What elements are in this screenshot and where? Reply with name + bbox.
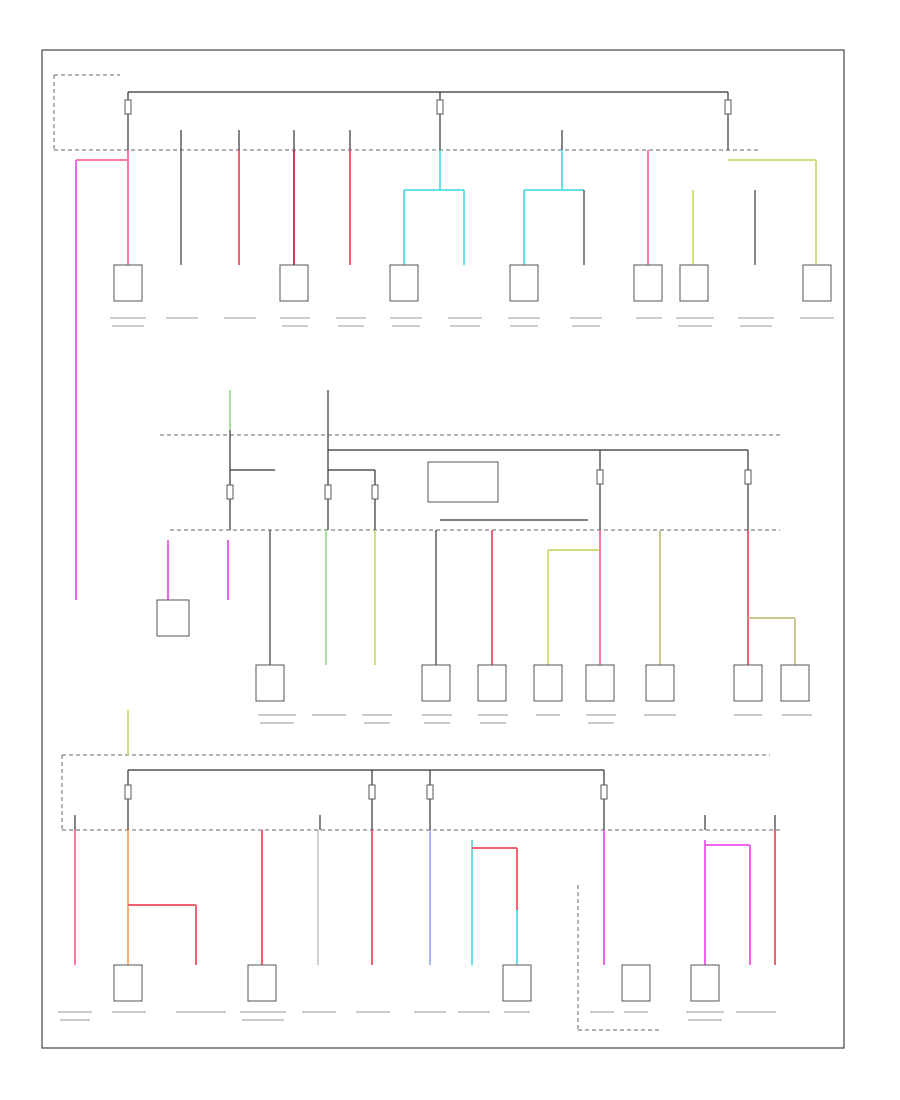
fuse-symbol [124,99,132,115]
top-fuse-box [53,74,760,151]
middle-row-components [156,599,810,702]
component-box [780,664,810,702]
illegible-labels [58,317,834,1021]
component-box [156,599,190,637]
component-box [679,264,709,302]
fuse-symbol [368,784,376,800]
bottom-fuse-box [61,710,780,831]
bottom-row-wires [74,830,776,1031]
diagram-frame [41,49,845,1049]
top-row-wires [75,150,817,600]
fuse-symbol [724,99,732,115]
component-box [389,264,419,302]
component-box [509,264,539,302]
fuse-symbol [600,784,608,800]
fuse-symbol [596,469,604,485]
component-box [802,264,832,302]
component-box [633,264,663,302]
component-box [733,664,763,702]
bottom-row-components [113,964,720,1002]
component-box [421,664,451,702]
fuse-symbol [324,484,332,500]
middle-row-wires [167,530,796,665]
fuse-symbol [124,784,132,800]
fuse-symbol [436,99,444,115]
component-box [113,264,143,302]
fuse-symbol [744,469,752,485]
fuse-symbol [426,784,434,800]
relay-box [427,461,499,503]
component-box [533,664,563,702]
component-box [690,964,720,1002]
component-box [279,264,309,302]
component-box [585,664,615,702]
middle-fuse-box [160,390,780,531]
component-box [247,964,277,1002]
fuse-symbol [371,484,379,500]
component-box [645,664,675,702]
component-box [621,964,651,1002]
component-box [255,664,285,702]
component-box [113,964,143,1002]
fuse-symbol [226,484,234,500]
top-row-components [113,264,832,302]
component-box [502,964,532,1002]
component-box [477,664,507,702]
